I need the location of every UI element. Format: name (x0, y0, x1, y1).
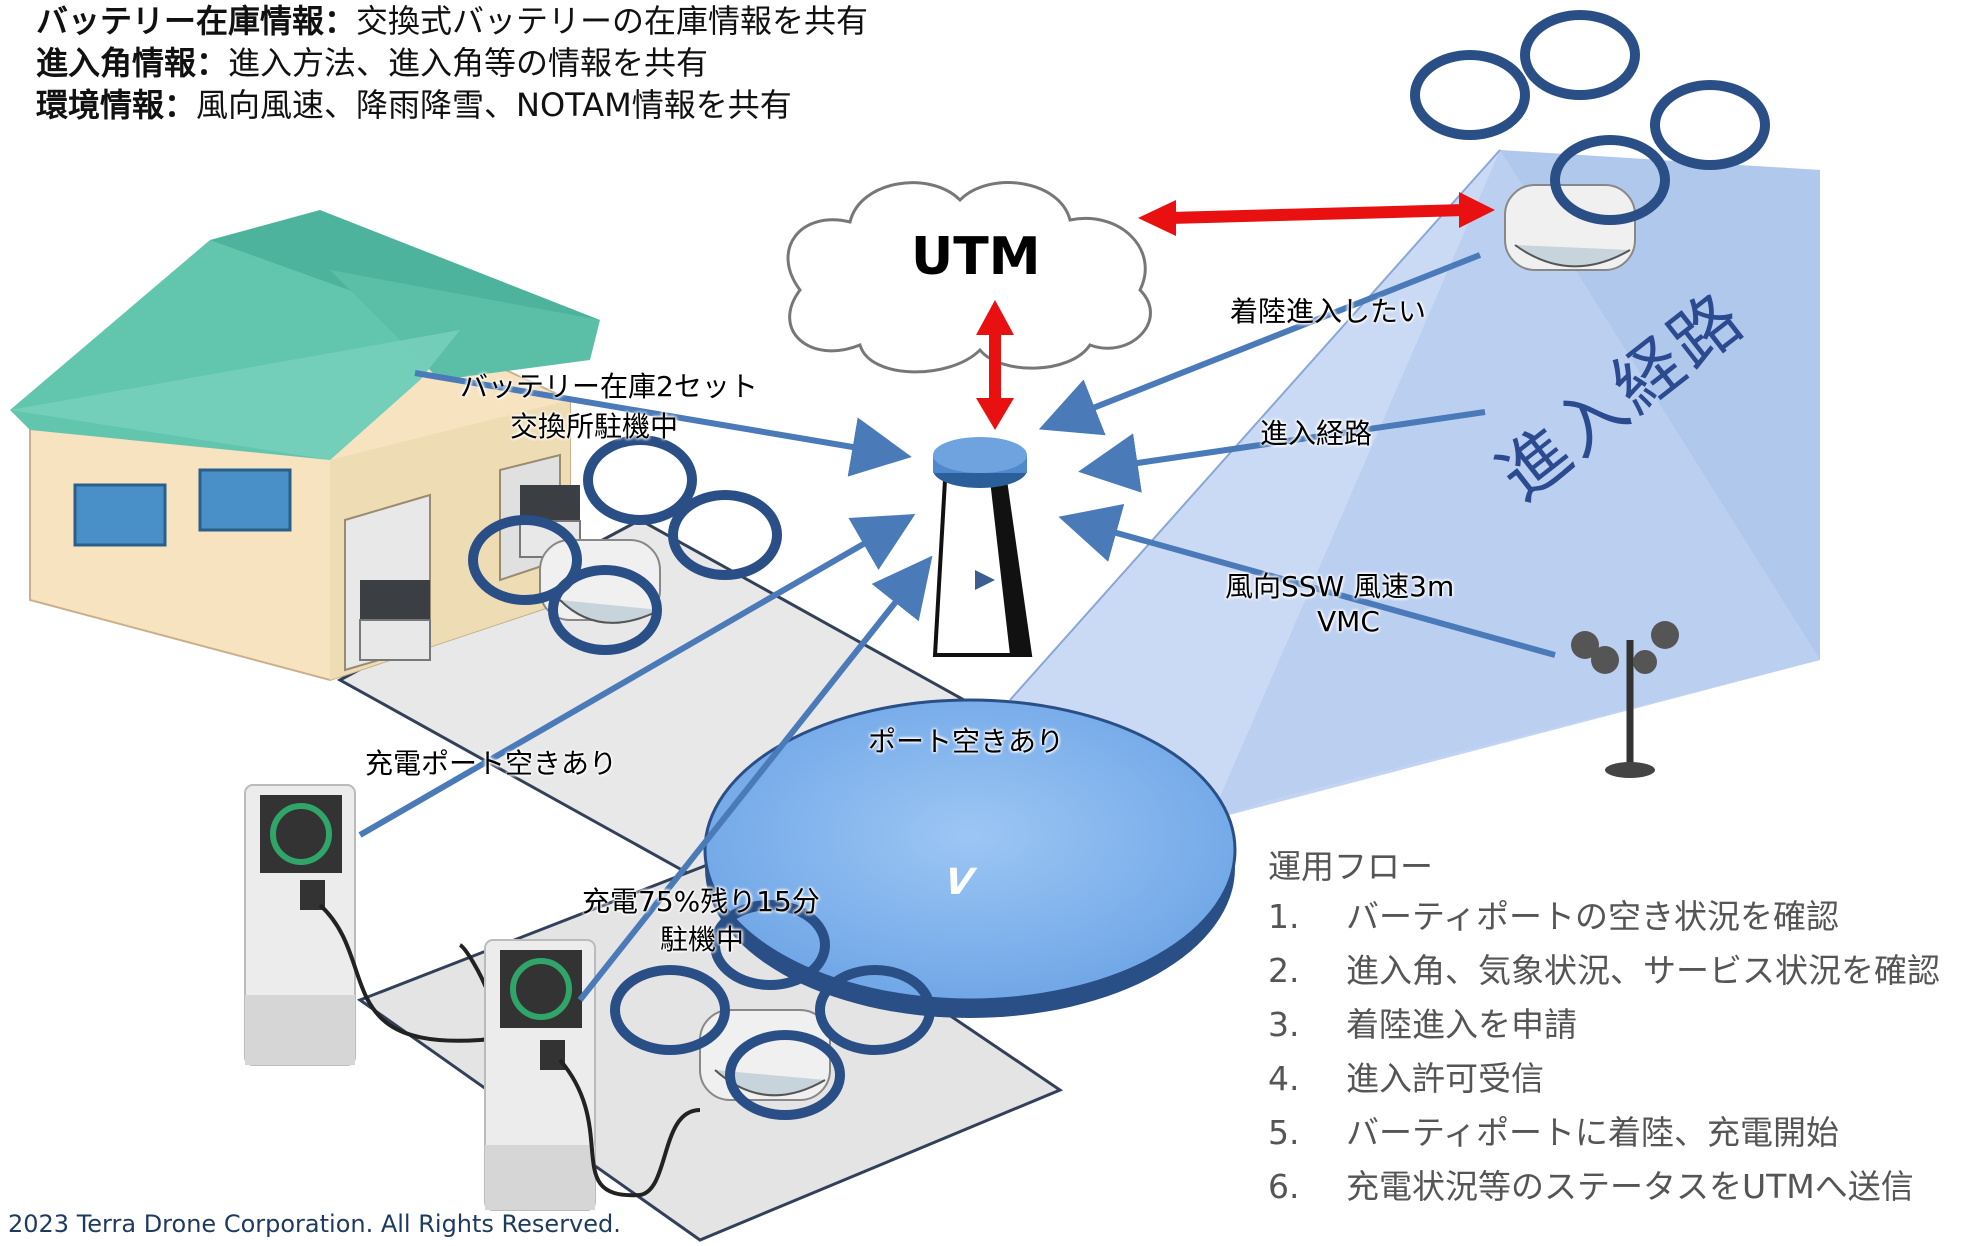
utm-label: UTM (911, 227, 1041, 287)
info-line-approach: 進入角情報：進入方法、進入角等の情報を共有 (36, 42, 708, 84)
flow-step-number: 5. (1268, 1113, 1300, 1152)
utm-link-arrows (976, 192, 1495, 430)
flow-step: 2. 進入角、気象状況、サービス状況を確認 (1268, 944, 1940, 992)
info-label: 環境情報： (36, 86, 197, 124)
flow-step-text: バーティポートに着陸、充電開始 (1346, 1113, 1840, 1152)
approach-ramp (1009, 149, 1820, 820)
charging-station-1 (244, 784, 498, 1066)
label-approach-path: 進入経路 (1260, 417, 1373, 450)
flow-step-text: 進入角、気象状況、サービス状況を確認 (1346, 951, 1940, 990)
parked-drone-hangar (468, 435, 782, 655)
approaching-drone (1410, 10, 1770, 271)
copyright-footer: 2023 Terra Drone Corporation. All Rights… (8, 1210, 621, 1238)
flow-step-number: 2. (1268, 951, 1300, 990)
control-tower (932, 437, 1033, 657)
flow-step: 3. 着陸進入を申請 (1268, 998, 1577, 1046)
flow-step: 6. 充電状況等のステータスをUTMへ送信 (1268, 1160, 1914, 1208)
info-line-environment: 環境情報：風向風速、降雨降雪、NOTAM情報を共有 (36, 84, 792, 126)
label-landing-request: 着陸進入したい (1230, 295, 1427, 328)
flow-title: 運用フロー (1268, 847, 1433, 886)
label-charging-parked: 駐機中 (660, 923, 745, 956)
flow-step: 5. バーティポートに着陸、充電開始 (1268, 1106, 1839, 1154)
flow-step-number: 6. (1268, 1167, 1300, 1206)
flow-step-number: 4. (1268, 1059, 1300, 1098)
utm-cloud (786, 181, 1152, 374)
info-line-battery: バッテリー在庫情報：交換式バッテリーの在庫情報を共有 (36, 0, 868, 42)
flow-step-text: 着陸進入を申請 (1346, 1005, 1577, 1044)
info-text: 進入方法、進入角等の情報を共有 (228, 44, 709, 82)
info-arrows (358, 252, 1556, 1002)
info-text: 交換式バッテリーの在庫情報を共有 (356, 2, 869, 40)
info-label: 進入角情報： (36, 44, 229, 82)
flow-step-text: 進入許可受信 (1346, 1059, 1544, 1098)
info-text: 風向風速、降雨降雪、NOTAM情報を共有 (196, 86, 792, 124)
flow-step-text: 充電状況等のステータスをUTMへ送信 (1346, 1167, 1914, 1206)
label-charge-port-available: 充電ポート空きあり (365, 747, 618, 780)
landing-pad (703, 698, 1237, 1018)
flow-step: 4. 進入許可受信 (1268, 1052, 1544, 1100)
parked-drone-charging (610, 900, 935, 1120)
info-label: バッテリー在庫情報： (36, 2, 357, 40)
label-vmc: VMC (1317, 605, 1380, 638)
label-wind: 風向SSW 風速3m (1225, 570, 1455, 603)
anemometer (1571, 621, 1679, 778)
label-exchange-parked: 交換所駐機中 (510, 410, 679, 443)
label-charging-status: 充電75%残り15分 (582, 885, 820, 918)
flow-step-number: 3. (1268, 1005, 1300, 1044)
charging-station-2 (484, 939, 701, 1211)
flow-step: 1. バーティポートの空き状況を確認 (1268, 890, 1839, 938)
flow-step-number: 1. (1268, 897, 1300, 936)
hangar-building (10, 210, 600, 682)
label-battery-stock: バッテリー在庫2セット (460, 370, 758, 403)
label-port-available: ポート空きあり (868, 725, 1065, 758)
flow-step-text: バーティポートの空き状況を確認 (1346, 897, 1840, 936)
